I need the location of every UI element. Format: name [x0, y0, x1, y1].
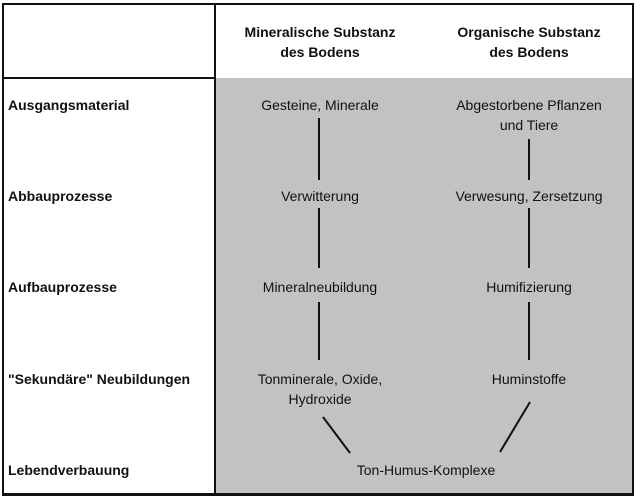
- node-ton-humus-komplexe: Ton-Humus-Komplexe: [356, 462, 496, 478]
- row-label-lebendverbauung: Lebendverbauung: [8, 462, 130, 478]
- node-huminstoffe: Huminstoffe: [491, 371, 567, 387]
- header-organic-column: Organische Substanz des Bodens: [457, 24, 601, 60]
- node-abgestorbene-pflanzen: Abgestorbene Pflanzen und Tiere: [456, 97, 602, 133]
- node-tonminerale-oxide-hydroxide: Tonminerale, Oxide, Hydroxide: [257, 371, 383, 407]
- node-mineralneubildung: Mineralneubildung: [262, 279, 378, 295]
- node-gesteine-minerale: Gesteine, Minerale: [261, 97, 379, 113]
- content-panel: [216, 78, 632, 493]
- row-label-sekundaere-neubildungen: "Sekundäre" Neubildungen: [8, 371, 191, 387]
- node-verwesung-zersetzung: Verwesung, Zersetzung: [455, 188, 603, 204]
- node-verwitterung: Verwitterung: [281, 188, 359, 204]
- column-divider: [214, 5, 216, 493]
- row-label-ausgangsmaterial: Ausgangsmaterial: [8, 97, 130, 113]
- row-label-abbauprozesse: Abbauprozesse: [8, 188, 113, 204]
- row-label-aufbauprozesse: Aufbauprozesse: [8, 279, 117, 295]
- diagram-frame: [2, 3, 634, 496]
- node-humifizierung: Humifizierung: [486, 279, 572, 295]
- header-underline: [4, 77, 214, 79]
- header-mineral-column: Mineralische Substanz des Bodens: [244, 24, 396, 60]
